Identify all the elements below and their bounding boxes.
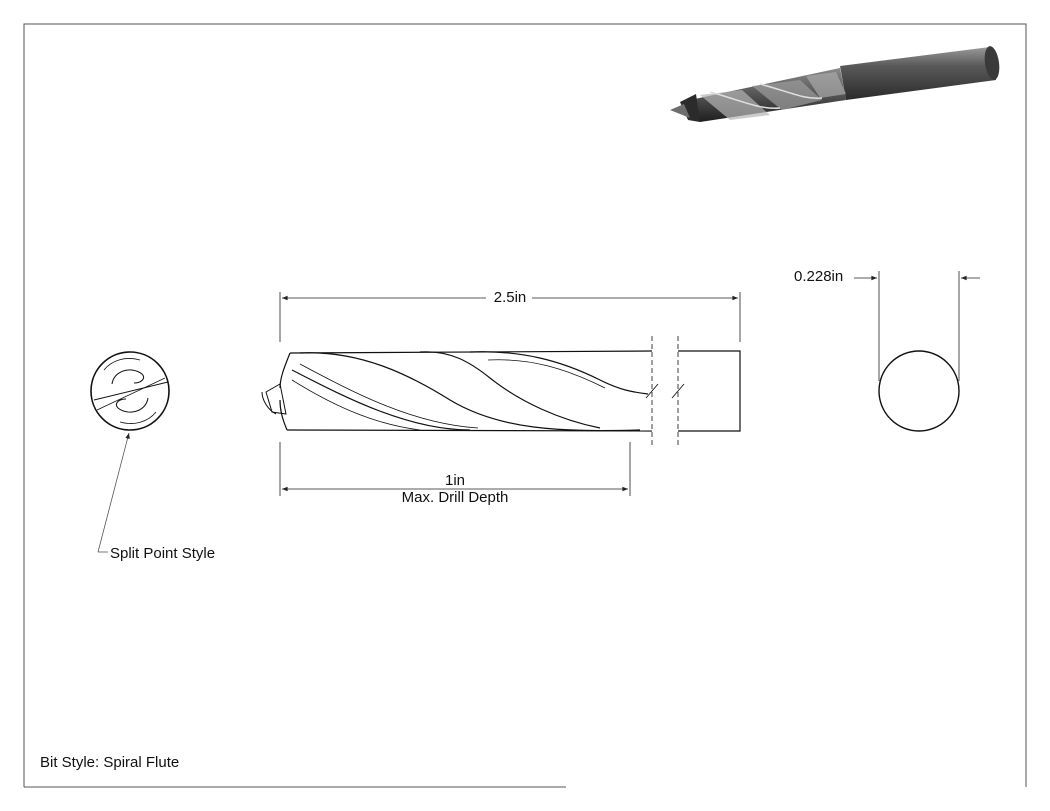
bit-style-label: Bit Style: Spiral Flute [40, 754, 180, 771]
split-point-leader [97, 432, 130, 553]
diameter-dimension [854, 271, 980, 381]
drill-bit-render [670, 46, 1000, 122]
drill-depth-dimension [279, 442, 631, 496]
drill-depth-caption-label: Max. Drill Depth [401, 489, 509, 506]
overall-length-label: 2.5in [493, 289, 527, 306]
split-point-callout-label: Split Point Style [110, 545, 216, 562]
diameter-end-view [878, 350, 960, 432]
sheet-border [23, 23, 1027, 788]
split-point-end-view [90, 351, 170, 431]
drill-bit-side-view [261, 336, 741, 446]
drill-depth-value-label: 1in [444, 472, 466, 489]
diameter-label: 0.228in [794, 268, 844, 285]
overall-length-dimension [279, 292, 741, 342]
